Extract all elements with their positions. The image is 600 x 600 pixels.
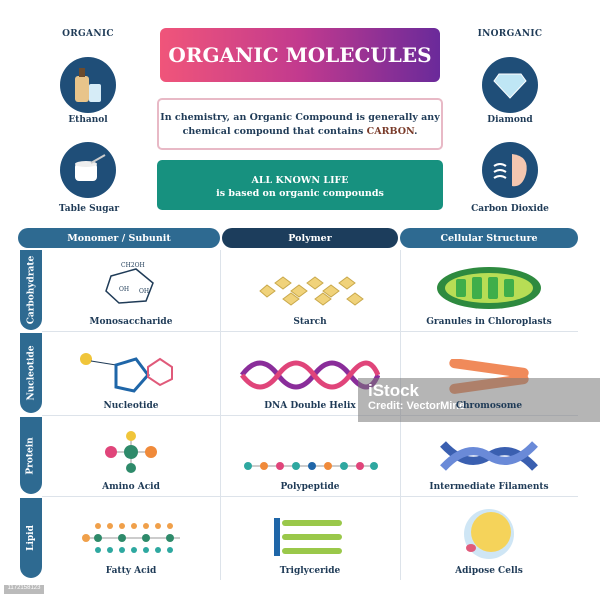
- image-id: 1172158123: [4, 585, 44, 594]
- organic-heading: ORGANIC: [62, 29, 114, 39]
- cell-label: Amino Acid: [102, 482, 160, 492]
- table-sugar-label: Table Sugar: [58, 204, 120, 214]
- cell-chloroplast: Granules in Chloroplasts: [400, 250, 578, 331]
- cell-triglyceride: Triglyceride: [220, 498, 400, 580]
- cell-label: DNA Double Helix: [264, 401, 356, 411]
- row-label: Protein: [26, 436, 37, 475]
- monosaccharide-icon: CH2OH OH OH: [105, 262, 154, 304]
- cell-filaments: Intermediate Filaments: [400, 417, 578, 496]
- divider: [42, 331, 578, 332]
- row-label: Carbohydrate: [26, 255, 36, 325]
- cell-fatty-acid: Fatty Acid: [42, 498, 220, 580]
- title-banner: ORGANIC MOLECULES: [160, 28, 440, 82]
- chloroplast-icon: [437, 267, 541, 309]
- watermark-credit: Credit: VectorMine: [368, 400, 466, 412]
- column-header-cellular: Cellular Structure: [400, 228, 578, 248]
- column-header-monomer: Monomer / Subunit: [18, 228, 220, 248]
- cell-label: Polypeptide: [280, 482, 340, 492]
- row-label: Lipid: [26, 525, 37, 551]
- polypeptide-icon: [244, 462, 378, 470]
- cell-label: Nucleotide: [103, 401, 159, 411]
- triglyceride-icon: [274, 518, 342, 556]
- amino-acid-icon: [105, 431, 157, 473]
- cell-label: Starch: [293, 317, 327, 327]
- divider: [42, 496, 578, 497]
- adipose-cell-icon: [464, 509, 514, 559]
- inorganic-heading: INORGANIC: [477, 29, 543, 39]
- row-label: Nucleotide: [26, 345, 36, 401]
- cell-adipose: Adipose Cells: [400, 498, 578, 580]
- cell-label: Chromosome: [455, 401, 523, 411]
- nucleotide-icon: [80, 353, 173, 393]
- life-box: ALL KNOWN LIFE is based on organic compou…: [157, 160, 443, 210]
- column-header-polymer: Polymer: [222, 228, 398, 248]
- svg-text:OH: OH: [139, 288, 149, 295]
- fatty-acid-icon: [82, 523, 180, 553]
- row-header-carbohydrate: Carbohydrate: [20, 250, 42, 330]
- definition-box: In chemistry, an Organic Compound is gen…: [157, 98, 443, 150]
- cell-polypeptide: Polypeptide: [220, 417, 400, 496]
- row-header-lipid: Lipid: [20, 498, 42, 578]
- cell-label: Intermediate Filaments: [429, 482, 549, 492]
- cell-label: Monosaccharide: [89, 317, 173, 327]
- cell-label: Granules in Chloroplasts: [426, 317, 552, 327]
- starch-icon: [259, 276, 364, 306]
- cell-nucleotide: Nucleotide: [42, 333, 220, 415]
- definition-text: In chemistry, an Organic Compound is gen…: [160, 112, 440, 137]
- row-header-nucleotide: Nucleotide: [20, 333, 42, 413]
- definition-end: .: [414, 126, 418, 137]
- cell-amino-acid: Amino Acid: [42, 417, 220, 496]
- divider: [42, 415, 578, 416]
- intermediate-filaments-icon: [440, 441, 538, 471]
- cell-label: Triglyceride: [279, 566, 341, 576]
- diamond-icon: [482, 57, 538, 113]
- watermark-brand: iStock: [368, 381, 420, 400]
- ethanol-icon: [60, 57, 116, 113]
- svg-text:OH: OH: [119, 286, 129, 293]
- life-line1: ALL KNOWN LIFE: [251, 175, 349, 186]
- life-line2: is based on organic compounds: [216, 188, 384, 199]
- svg-text:CH2OH: CH2OH: [121, 262, 145, 269]
- cell-monosaccharide: CH2OH OH OH Monosaccharide: [42, 250, 220, 331]
- cell-starch: Starch: [220, 250, 400, 331]
- row-header-protein: Protein: [20, 417, 42, 494]
- ethanol-label: Ethanol: [68, 115, 108, 125]
- carbon-dioxide-icon: [482, 142, 538, 198]
- carbon-dioxide-label: Carbon Dioxide: [471, 204, 549, 214]
- table-sugar-icon: [60, 142, 116, 198]
- cell-label: Adipose Cells: [455, 566, 523, 576]
- diamond-label: Diamond: [487, 115, 533, 125]
- cell-label: Fatty Acid: [105, 566, 157, 576]
- carbon-highlight: CARBON: [366, 126, 415, 137]
